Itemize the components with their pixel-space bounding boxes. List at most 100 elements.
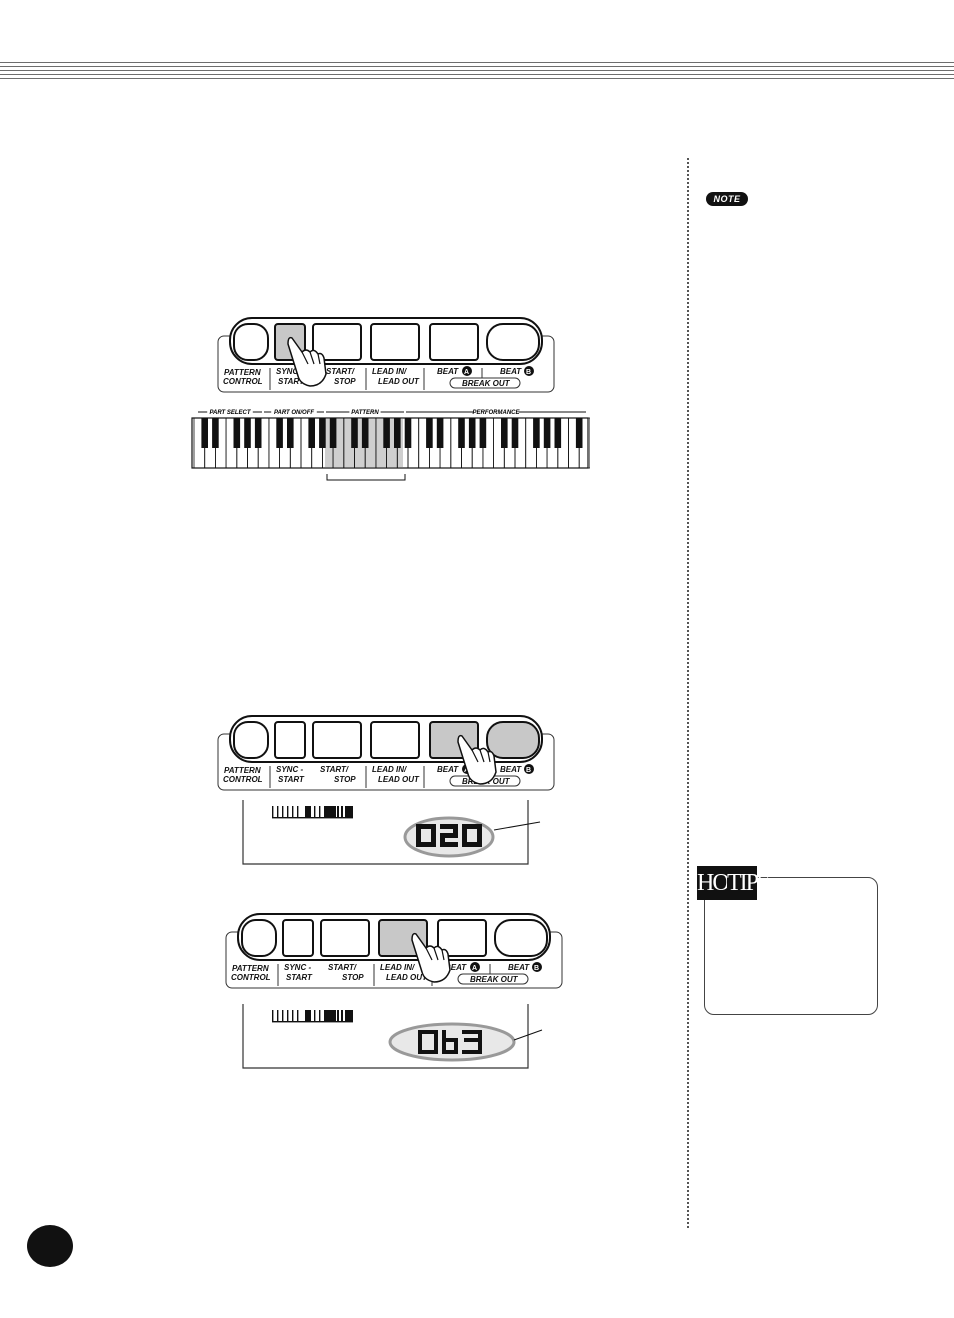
pointing-hand-icon — [457, 734, 497, 785]
beat-b-button[interactable] — [486, 721, 540, 759]
label-start-slash: START/ — [320, 765, 349, 774]
label-pattern: PATTERN — [224, 766, 261, 775]
badge-b-icon — [532, 962, 542, 972]
black-key — [276, 418, 283, 448]
note-badge: NOTE — [706, 192, 748, 206]
svg-text:B: B — [526, 767, 531, 774]
label-sync: SYNC - — [284, 963, 311, 972]
black-key — [319, 418, 326, 448]
lcd-pattern-readout — [416, 824, 482, 847]
label-stop: STOP — [342, 973, 364, 982]
black-key — [501, 418, 508, 448]
svg-text:B: B — [534, 965, 539, 972]
label-break-out: BREAK OUT — [470, 975, 519, 984]
black-key — [426, 418, 433, 448]
label-break-out: BREAK OUT — [462, 379, 511, 388]
black-key — [511, 418, 519, 448]
label-beat-b: BEAT — [500, 367, 522, 376]
black-key — [329, 418, 337, 448]
lead-in-out-button[interactable] — [370, 721, 420, 759]
label-lead-out: LEAD OUT — [378, 377, 420, 386]
lead-in-out-button[interactable] — [370, 323, 420, 361]
hot-tips-logo: HOT TIPS — [697, 866, 770, 900]
label-beat-a: BEAT — [445, 963, 467, 972]
black-key — [212, 418, 219, 448]
svg-text:A: A — [464, 369, 469, 376]
lcd-beat-indicator — [272, 806, 353, 819]
sync-start-button[interactable] — [274, 721, 306, 759]
label-lead-in: LEAD IN/ — [372, 765, 407, 774]
pattern-control-button[interactable] — [233, 323, 269, 361]
label-control: CONTROL — [223, 377, 263, 386]
black-key — [479, 418, 487, 448]
lcd-beat-indicator — [272, 1010, 353, 1023]
label-lead-out: LEAD OUT — [378, 775, 420, 784]
start-stop-button[interactable] — [320, 919, 370, 957]
black-key — [543, 418, 551, 448]
label-stop: STOP — [334, 775, 356, 784]
control-panel-2: PATTERN CONTROL SYNC - START START/ STOP… — [217, 715, 555, 791]
black-key — [201, 418, 208, 448]
label-start-slash: START/ — [328, 963, 357, 972]
label-lead-in: LEAD IN/ — [372, 367, 407, 376]
lcd-display-2 — [242, 1004, 543, 1069]
black-key — [383, 418, 390, 448]
start-stop-button[interactable] — [312, 721, 362, 759]
label-control: CONTROL — [223, 775, 263, 784]
black-key — [533, 418, 540, 448]
label-beat-b: BEAT — [508, 963, 530, 972]
black-key — [351, 418, 358, 448]
keyboard-section-label: PART ON/OFF — [274, 410, 314, 416]
sync-start-button[interactable] — [282, 919, 314, 957]
black-key — [308, 418, 315, 448]
keyboard-section-label: PATTERN — [351, 410, 379, 416]
label-sync: SYNC - — [276, 765, 303, 774]
black-key — [554, 418, 562, 448]
label-lead-in: LEAD IN/ — [380, 963, 415, 972]
section-label-bg — [349, 407, 381, 416]
start-stop-button[interactable] — [312, 323, 362, 361]
label-start: START — [278, 377, 305, 386]
beat-a-button[interactable] — [437, 919, 487, 957]
black-key — [244, 418, 251, 448]
label-pattern: PATTERN — [232, 964, 269, 973]
pattern-control-button[interactable] — [241, 919, 277, 957]
page-number-disc — [27, 1225, 73, 1267]
pointing-hand-icon — [287, 336, 327, 387]
sidebar-divider — [687, 158, 689, 1228]
black-key — [287, 418, 294, 448]
beat-b-button[interactable] — [494, 919, 548, 957]
black-key — [458, 418, 465, 448]
label-control: CONTROL — [231, 973, 271, 982]
beat-a-button[interactable] — [429, 323, 479, 361]
beat-b-button[interactable] — [486, 323, 540, 361]
black-key — [394, 418, 401, 448]
lcd-pattern-readout — [418, 1030, 482, 1054]
lcd-display-1 — [242, 800, 541, 865]
badge-b-icon — [524, 764, 534, 774]
pattern-control-button[interactable] — [233, 721, 269, 759]
header-rules — [0, 62, 954, 84]
label-start: START — [278, 775, 305, 784]
label-beat-b: BEAT — [500, 765, 522, 774]
badge-a-icon — [470, 962, 480, 972]
hot-tips-tips: TIPS — [727, 866, 770, 900]
keyboard-section-label: PERFORMANCE — [472, 410, 520, 416]
pointing-hand-icon — [411, 932, 451, 983]
control-panel-3: PATTERN CONTROL SYNC - START START/ STOP… — [225, 913, 563, 989]
black-key — [468, 418, 476, 448]
badge-a-icon — [462, 366, 472, 376]
label-pattern: PATTERN — [224, 368, 261, 377]
black-key — [361, 418, 369, 448]
black-key — [254, 418, 262, 448]
hot-tips-hot: HOT — [697, 866, 742, 900]
label-stop: STOP — [334, 377, 356, 386]
hot-tips-box — [704, 877, 878, 1015]
label-beat-a: BEAT — [437, 765, 459, 774]
black-key — [436, 418, 444, 448]
black-key — [575, 418, 583, 448]
label-start-slash: START/ — [326, 367, 355, 376]
section-label-bg — [473, 407, 519, 416]
